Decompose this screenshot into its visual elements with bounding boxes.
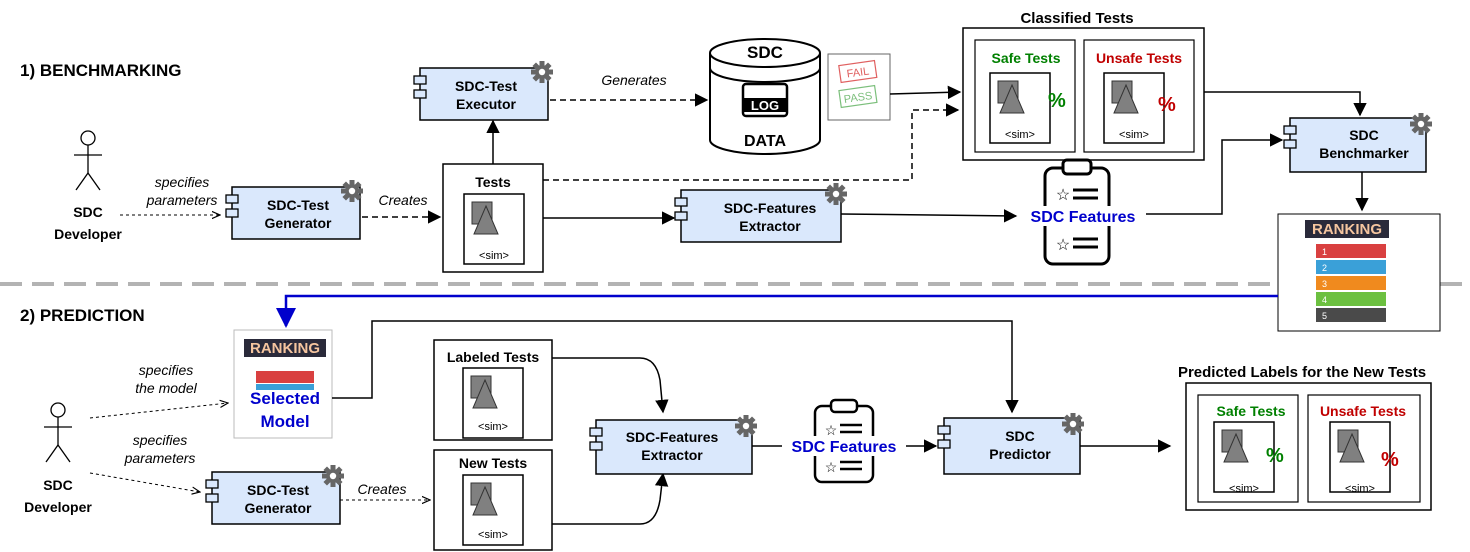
edge-label-generates: Generates	[601, 72, 666, 88]
safe-tests-label: Safe Tests	[1217, 403, 1286, 419]
gear-icon	[1062, 413, 1084, 435]
edge-selected-model-to-predictor	[332, 320, 1019, 414]
developer-actor-icon	[74, 130, 102, 191]
svg-text:3: 3	[1322, 279, 1327, 289]
edge-label-creates: Creates	[357, 481, 406, 497]
sdc-features-label: SDC Features	[1031, 209, 1136, 226]
svg-text:RANKING: RANKING	[1312, 221, 1382, 238]
svg-text:Labeled Tests: Labeled Tests	[447, 349, 540, 365]
edge-features-to-benchmarker	[1146, 133, 1284, 215]
developer-actor-icon	[44, 402, 72, 463]
edge-labeled-to-extractor	[552, 357, 669, 414]
svg-text:%: %	[1158, 94, 1176, 116]
svg-text:SDC: SDC	[747, 43, 783, 62]
edge-label-creates: Creates	[378, 192, 427, 208]
svg-text:☆: ☆	[825, 422, 838, 438]
unsafe-tests-label: Unsafe Tests	[1096, 50, 1182, 66]
edge-dev-to-generator	[89, 472, 200, 492]
fail-pass-stamps: FAIL PASS	[827, 53, 891, 121]
svg-text:<sim>: <sim>	[479, 250, 509, 262]
gear-icon	[825, 183, 847, 205]
predicted-labels-box: Safe Tests % <sim> Unsafe Tests % <sim>	[1185, 382, 1432, 511]
edge-tests-to-classified	[543, 103, 960, 181]
edge-ranking-to-selected-model	[276, 294, 1278, 328]
svg-text:Tests: Tests	[475, 174, 511, 190]
ranking-image: RANKING 1 2 3 4 5	[1277, 213, 1441, 332]
svg-text:%: %	[1266, 445, 1284, 467]
tests-box: Tests <sim>	[442, 163, 544, 273]
sdc-database-icon: SDC LOG DATA	[709, 38, 821, 155]
labeled-tests-box: Labeled Tests <sim>	[433, 339, 553, 441]
section-title-benchmarking: 1) BENCHMARKING	[20, 61, 182, 80]
edge-extractor-to-features	[840, 209, 1018, 223]
svg-text:☆: ☆	[825, 459, 838, 475]
svg-text:5: 5	[1322, 311, 1327, 321]
safe-tests-label: Safe Tests	[992, 50, 1061, 66]
gear-icon	[1410, 113, 1432, 135]
section-title-prediction: 2) PREDICTION	[20, 306, 145, 325]
gear-icon	[341, 180, 363, 202]
edge-db-to-classified	[889, 85, 962, 100]
svg-text:☆: ☆	[1056, 237, 1070, 254]
svg-text:<sim>: <sim>	[1229, 483, 1259, 495]
svg-text:<sim>: <sim>	[1119, 129, 1149, 141]
svg-text:<sim>: <sim>	[1345, 483, 1375, 495]
svg-text:DATA: DATA	[744, 133, 787, 150]
unsafe-tests-label: Unsafe Tests	[1320, 403, 1406, 419]
svg-text:☆: ☆	[1056, 187, 1070, 204]
classified-tests-title: Classified Tests	[1020, 10, 1133, 27]
predicted-labels-title: Predicted Labels for the New Tests	[1178, 364, 1426, 381]
svg-text:<sim>: <sim>	[1005, 129, 1035, 141]
svg-text:RANKING: RANKING	[250, 340, 320, 357]
svg-text:2: 2	[1322, 263, 1327, 273]
gear-icon	[531, 61, 553, 83]
svg-text:New Tests: New Tests	[459, 455, 527, 471]
svg-text:%: %	[1048, 90, 1066, 112]
svg-text:FAIL: FAIL	[846, 65, 870, 80]
edge-new-to-extractor	[552, 472, 669, 525]
svg-text:%: %	[1381, 449, 1399, 471]
new-tests-box: New Tests <sim>	[433, 449, 553, 551]
sdc-features-label: SDC Features	[792, 439, 897, 456]
svg-text:PASS: PASS	[843, 90, 873, 106]
svg-text:4: 4	[1322, 295, 1327, 305]
svg-text:1: 1	[1322, 247, 1327, 257]
svg-text:LOG: LOG	[751, 98, 779, 113]
edge-classified-to-benchmarker	[1204, 91, 1367, 117]
svg-text:<sim>: <sim>	[478, 421, 508, 433]
gear-icon	[735, 415, 757, 437]
gear-icon	[322, 465, 344, 487]
svg-text:<sim>: <sim>	[478, 529, 508, 541]
classified-tests-box: Safe Tests % <sim> Unsafe Tests % <sim>	[962, 27, 1205, 161]
edge-dev-to-selected-model	[89, 403, 228, 419]
